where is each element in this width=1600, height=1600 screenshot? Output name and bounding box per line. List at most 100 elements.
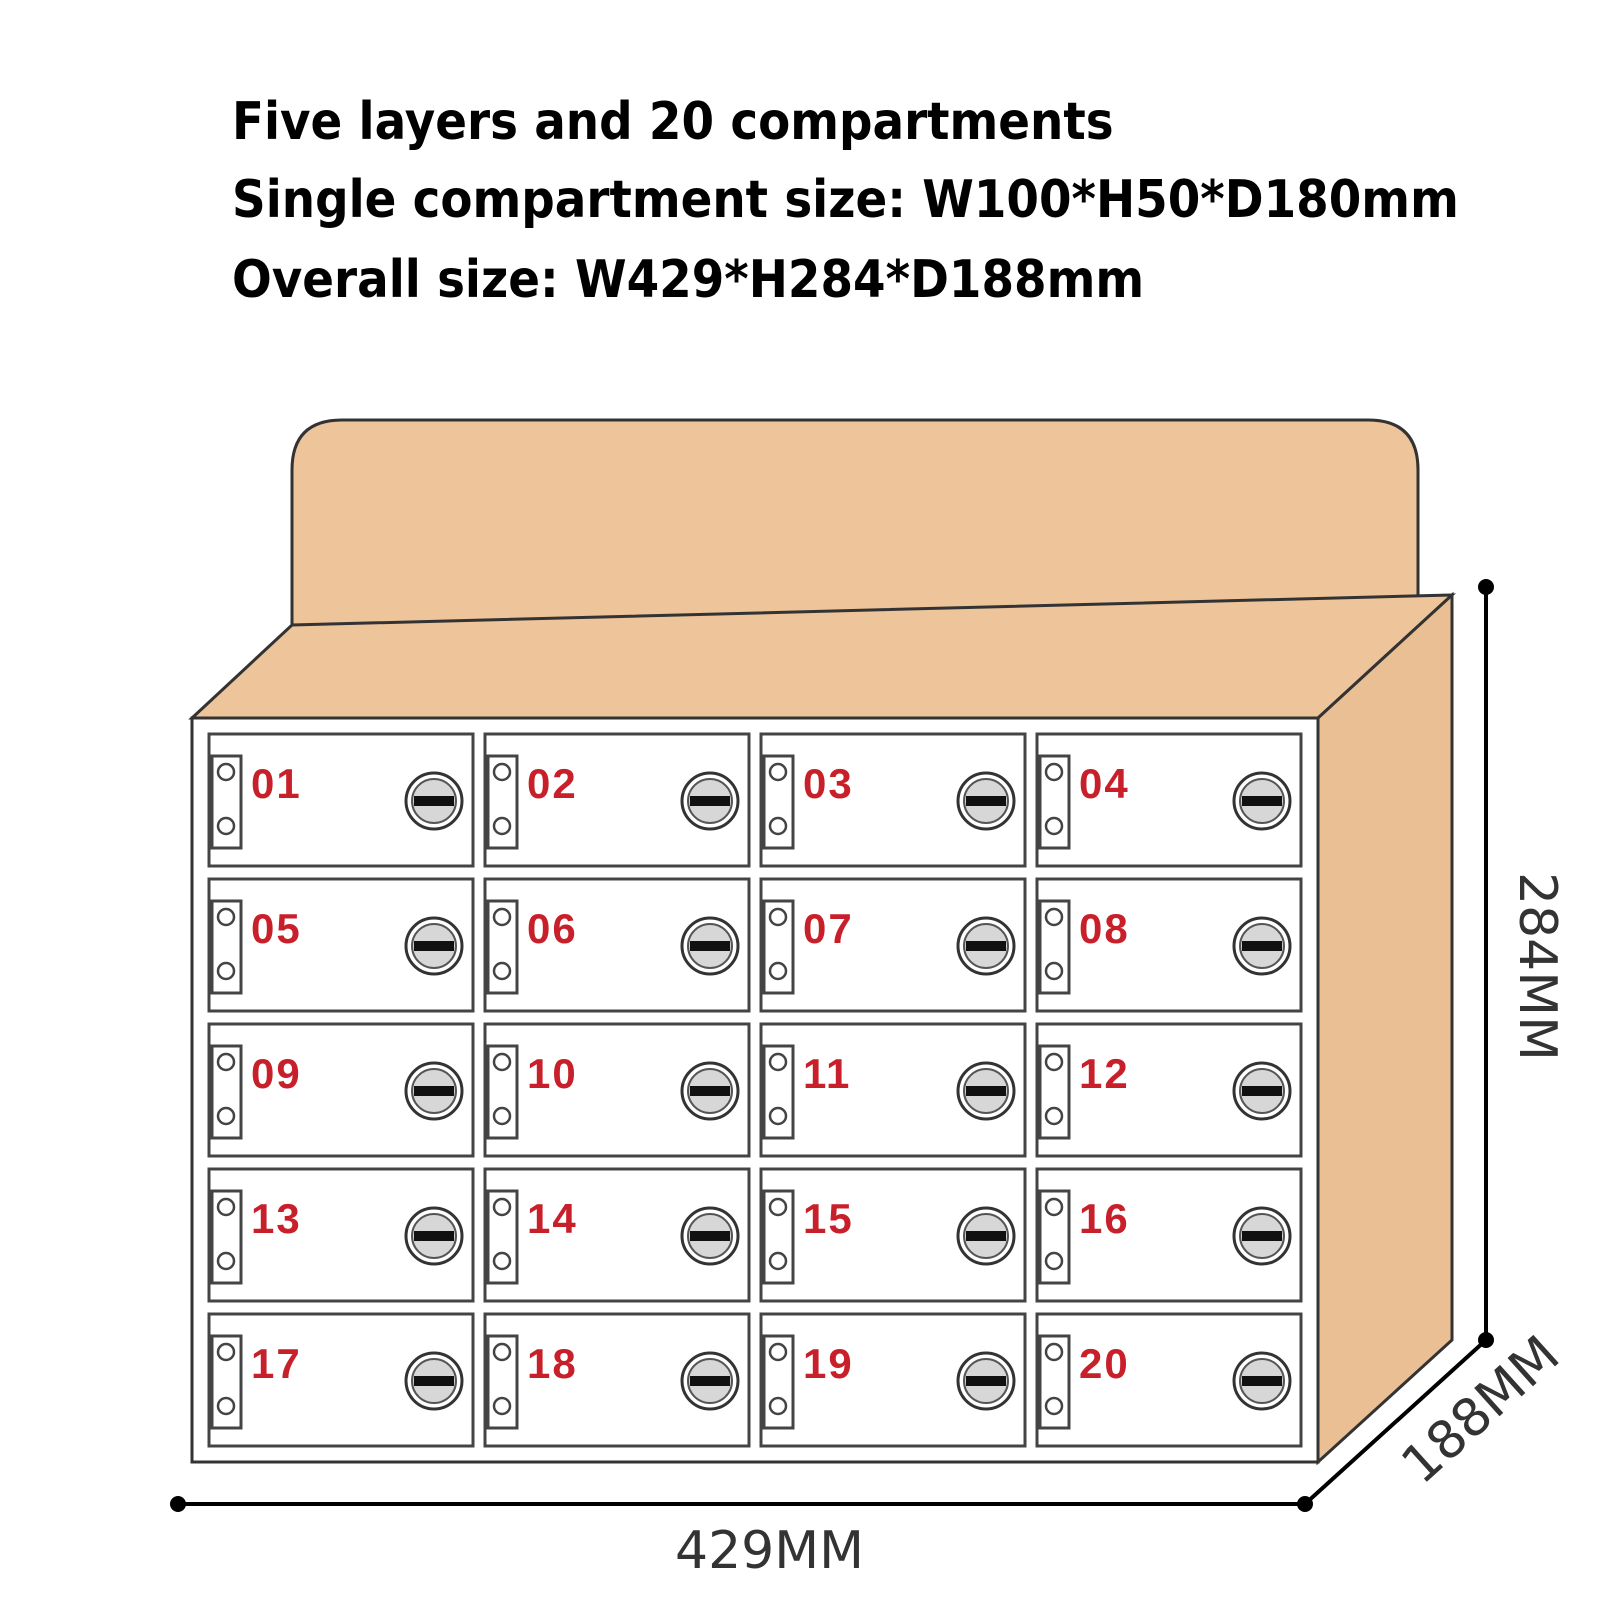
hinge-screw-icon <box>216 1251 236 1271</box>
hinge-screw-icon <box>216 1197 236 1217</box>
hinge-screw-icon <box>492 1106 512 1126</box>
compartment-door[interactable]: 11 <box>759 1022 1027 1158</box>
compartment-number: 04 <box>1079 760 1130 807</box>
hinge-screw-icon <box>216 961 236 981</box>
compartment-number: 18 <box>527 1340 578 1387</box>
hinge-screw-icon <box>1044 1106 1064 1126</box>
compartment-number: 14 <box>527 1195 578 1242</box>
compartment-door[interactable]: 12 <box>1035 1022 1303 1158</box>
keyhole-icon <box>414 1086 454 1096</box>
keyhole-icon <box>690 941 730 951</box>
keyhole-icon <box>966 1376 1006 1386</box>
compartment-door[interactable]: 07 <box>759 877 1027 1013</box>
hinge-screw-icon <box>768 1052 788 1072</box>
depth-dimension-line <box>1303 1338 1488 1506</box>
keyhole-icon <box>414 1376 454 1386</box>
compartment-number: 20 <box>1079 1340 1130 1387</box>
compartment-number: 12 <box>1079 1050 1130 1097</box>
hinge-screw-icon <box>492 1052 512 1072</box>
keyhole-icon <box>690 796 730 806</box>
hinge-screw-icon <box>768 961 788 981</box>
hinge-screw-icon <box>768 1251 788 1271</box>
compartment-number: 10 <box>527 1050 578 1097</box>
compartment-door[interactable]: 13 <box>207 1167 475 1303</box>
hinge-screw-icon <box>768 762 788 782</box>
hinge-screw-icon <box>492 816 512 836</box>
compartment-door[interactable]: 14 <box>483 1167 751 1303</box>
keyhole-icon <box>1242 1231 1282 1241</box>
keyhole-icon <box>1242 941 1282 951</box>
compartment-number: 08 <box>1079 905 1130 952</box>
hinge-screw-icon <box>216 1396 236 1416</box>
hinge-screw-icon <box>1044 1396 1064 1416</box>
compartment-number: 15 <box>803 1195 854 1242</box>
height-dimension-end <box>1478 579 1494 595</box>
compartment-number: 06 <box>527 905 578 952</box>
keyhole-icon <box>414 796 454 806</box>
compartment-number: 11 <box>803 1050 851 1097</box>
compartment-door[interactable]: 17 <box>207 1312 475 1448</box>
hinge-screw-icon <box>1044 1197 1064 1217</box>
hinge-screw-icon <box>1044 907 1064 927</box>
keyhole-icon <box>690 1231 730 1241</box>
hinge-screw-icon <box>1044 1251 1064 1271</box>
hinge-screw-icon <box>1044 1052 1064 1072</box>
hinge-screw-icon <box>768 1197 788 1217</box>
hinge-screw-icon <box>492 762 512 782</box>
hinge-screw-icon <box>216 907 236 927</box>
compartment-number: 19 <box>803 1340 854 1387</box>
keyhole-icon <box>1242 796 1282 806</box>
hinge-screw-icon <box>1044 816 1064 836</box>
hinge-screw-icon <box>1044 762 1064 782</box>
compartment-door[interactable]: 03 <box>759 732 1027 868</box>
compartment-door[interactable]: 20 <box>1035 1312 1303 1448</box>
compartment-door[interactable]: 02 <box>483 732 751 868</box>
keyhole-icon <box>966 796 1006 806</box>
compartment-number: 13 <box>251 1195 302 1242</box>
hinge-screw-icon <box>492 1342 512 1362</box>
keyhole-icon <box>414 1231 454 1241</box>
compartment-door[interactable]: 05 <box>207 877 475 1013</box>
hinge-screw-icon <box>492 1396 512 1416</box>
keyhole-icon <box>966 1231 1006 1241</box>
keyhole-icon <box>414 941 454 951</box>
compartment-number: 16 <box>1079 1195 1130 1242</box>
compartment-door[interactable]: 06 <box>483 877 751 1013</box>
title-line-3: Overall size: W429*H284*D188mm <box>232 250 1145 310</box>
compartment-door[interactable]: 08 <box>1035 877 1303 1013</box>
hinge-screw-icon <box>216 762 236 782</box>
compartment-door[interactable]: 18 <box>483 1312 751 1448</box>
compartment-door[interactable]: 19 <box>759 1312 1027 1448</box>
compartment-number: 07 <box>803 905 854 952</box>
back-panel <box>290 418 1420 627</box>
keyhole-icon <box>1242 1086 1282 1096</box>
hinge-screw-icon <box>492 961 512 981</box>
title-line-2: Single compartment size: W100*H50*D180mm <box>232 170 1459 230</box>
hinge-screw-icon <box>216 1342 236 1362</box>
width-dimension-label: 429MM <box>675 1521 864 1581</box>
compartment-number: 05 <box>251 905 302 952</box>
keyhole-icon <box>690 1376 730 1386</box>
hinge-screw-icon <box>768 907 788 927</box>
hinge-screw-icon <box>768 1106 788 1126</box>
compartment-door[interactable]: 10 <box>483 1022 751 1158</box>
compartment-door[interactable]: 15 <box>759 1167 1027 1303</box>
hinge-screw-icon <box>492 1197 512 1217</box>
keyhole-icon <box>966 1086 1006 1096</box>
hinge-screw-icon <box>216 1052 236 1072</box>
hinge-screw-icon <box>768 1342 788 1362</box>
hinge-screw-icon <box>216 1106 236 1126</box>
compartment-door[interactable]: 04 <box>1035 732 1303 868</box>
compartment-door[interactable]: 09 <box>207 1022 475 1158</box>
compartment-door[interactable]: 01 <box>207 732 475 868</box>
compartment-door[interactable]: 16 <box>1035 1167 1303 1303</box>
hinge-screw-icon <box>1044 1342 1064 1362</box>
hinge-screw-icon <box>216 816 236 836</box>
compartment-number: 02 <box>527 760 578 807</box>
hinge-screw-icon <box>492 907 512 927</box>
height-dimension-label: 284MM <box>1507 872 1567 1061</box>
compartment-number: 09 <box>251 1050 302 1097</box>
width-dimension-end-left <box>170 1496 186 1512</box>
right-side-face <box>1316 591 1454 1466</box>
